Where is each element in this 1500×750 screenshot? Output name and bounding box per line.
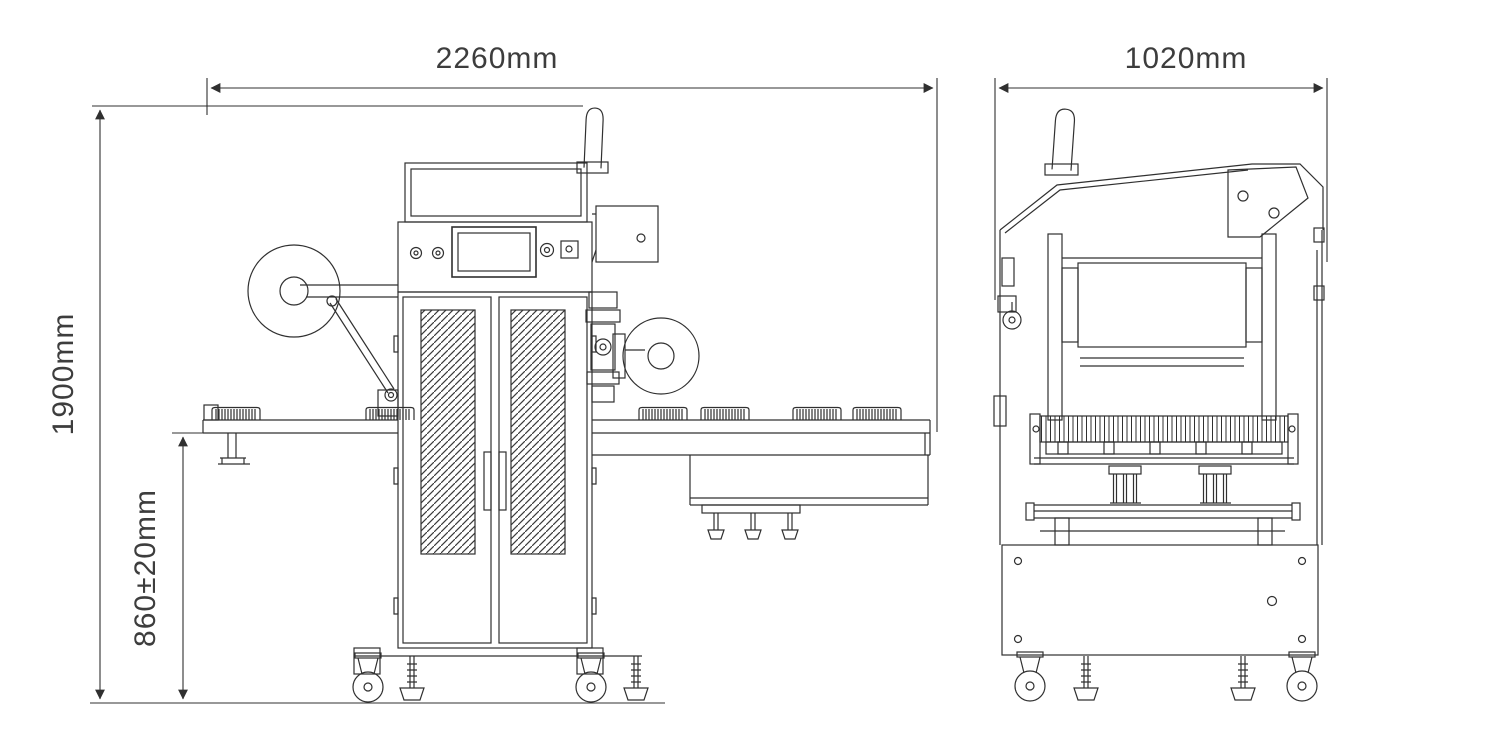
dim-overall-width-label: 2260mm [436,42,559,75]
door-handle-left [483,451,492,511]
base-cabinet [1001,544,1319,656]
control-knob [539,242,555,258]
trays-outfeed [638,406,902,421]
trays-infeed [211,406,415,421]
film-feed-mechanism [585,291,621,403]
side-frame [993,163,1325,545]
caster-wheel [1286,651,1318,702]
dim-working-height-label: 860±20mm [129,489,162,647]
film-roll-left [247,244,399,417]
lower-prongs [1108,465,1232,504]
film-roll-right [612,317,700,395]
lower-rails [1025,502,1301,546]
leveling-foot [1230,655,1256,701]
front-casters [352,652,649,703]
side-box [591,205,659,263]
gripper-tooling [1029,413,1299,465]
infeed-conveyor [202,404,398,465]
signal-handle [576,107,609,174]
gripper-comb [1039,415,1289,443]
extension-line [994,78,1328,300]
dim-side-width: 1020mm [994,42,1328,300]
control-panel [409,226,579,278]
caster-wheel [352,652,384,703]
door-window-right [510,309,566,555]
dimensions: 2260mm 1020mm 1900mm 860±20mm [47,42,1328,704]
leveling-foot [1073,655,1099,701]
main-cabinet [353,162,642,675]
dim-overall-height: 1900mm [47,105,665,704]
extension-line [206,78,938,432]
side-casters [1014,651,1318,702]
door-handle-right [498,451,507,511]
caster-wheel [575,652,607,703]
front-view [202,107,931,703]
leveling-foot [623,655,649,701]
dim-overall-height-label: 1900mm [47,313,80,436]
outfeed-conveyor [592,419,931,540]
dim-side-width-label: 1020mm [1125,42,1248,75]
side-signal-handle [1044,108,1079,176]
adjust-knob [1002,310,1022,330]
leveling-foot [399,655,425,701]
side-view [993,108,1325,702]
indicator-light [409,246,423,260]
dim-overall-width: 2260mm [206,42,938,432]
hmi-screen [451,226,537,278]
door-window-left [420,309,476,555]
caster-wheel [1014,651,1046,702]
extension-line [90,105,665,704]
indicator-light [431,246,445,260]
film-roller [997,233,1277,421]
dim-working-height: 860±20mm [129,432,206,700]
